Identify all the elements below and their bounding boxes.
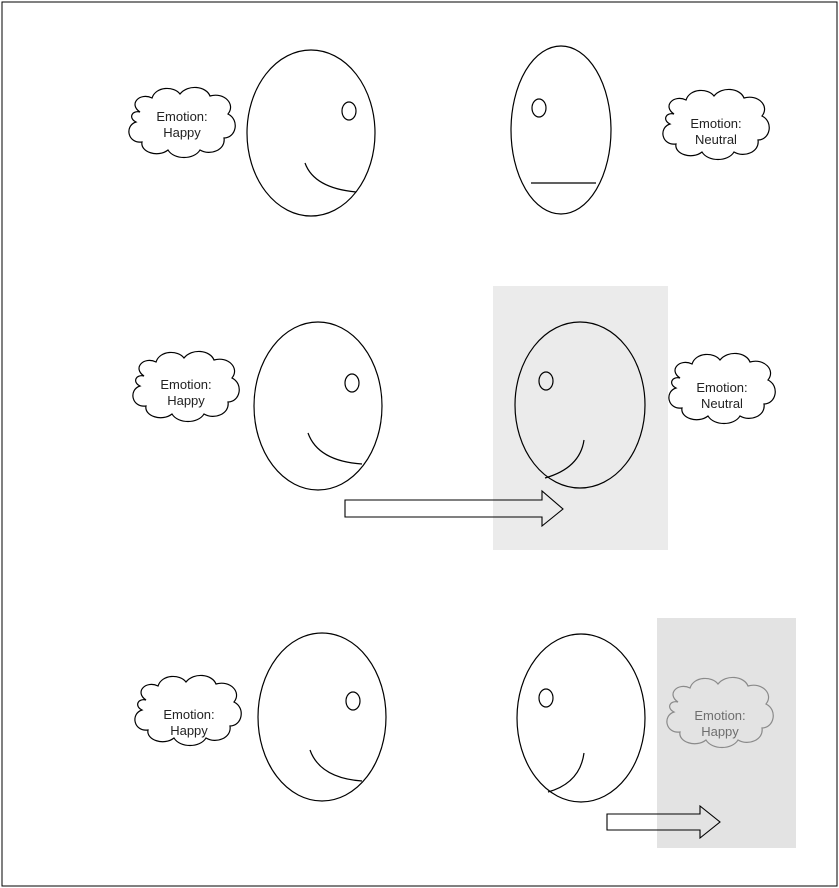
face-row3-left xyxy=(257,632,387,802)
thought-cloud-row3-right: Emotion: Happy xyxy=(666,676,774,749)
smile-mouth xyxy=(307,432,363,465)
head-outline xyxy=(257,632,387,802)
face-row2-right xyxy=(514,321,646,489)
thought-line-2: Happy xyxy=(170,723,208,738)
thought-line-1: Emotion: xyxy=(690,116,741,131)
cloud-shape xyxy=(134,674,242,747)
head-outline xyxy=(510,45,612,215)
face-row2-left xyxy=(253,321,383,491)
thought-line-1: Emotion: xyxy=(160,377,211,392)
face-row1-left xyxy=(246,49,376,217)
head-outline xyxy=(246,49,376,217)
cloud-shape xyxy=(128,86,236,159)
eye xyxy=(344,373,360,393)
thought-line-1: Emotion: xyxy=(163,707,214,722)
head-outline xyxy=(516,633,646,803)
face-row1-right xyxy=(510,45,612,215)
cloud-shape xyxy=(666,676,774,749)
head-outline xyxy=(253,321,383,491)
right-arrow xyxy=(344,489,564,528)
cloud-shape xyxy=(132,350,240,423)
thought-line-1: Emotion: xyxy=(156,109,207,124)
eye xyxy=(345,691,361,711)
smile-mouth xyxy=(544,439,585,479)
eye xyxy=(538,371,554,391)
thought-line-2: Neutral xyxy=(695,132,737,147)
cloud-shape xyxy=(668,352,776,425)
thought-cloud-row2-left: Emotion: Happy xyxy=(132,350,240,423)
thought-line-2: Happy xyxy=(167,393,205,408)
thought-line-2: Happy xyxy=(163,125,201,140)
smile-mouth xyxy=(304,162,357,193)
thought-line-2: Neutral xyxy=(701,396,743,411)
eye xyxy=(538,688,554,708)
cloud-shape xyxy=(662,88,770,161)
smile-mouth xyxy=(309,749,363,782)
thought-line-2: Happy xyxy=(701,724,739,739)
thought-cloud-row2-right: Emotion: Neutral xyxy=(668,352,776,425)
right-arrow xyxy=(606,804,721,840)
smile-mouth xyxy=(547,752,585,793)
row-2: Emotion: Happy Emotion: Neutral xyxy=(132,286,776,550)
eye xyxy=(341,101,357,121)
thought-line-1: Emotion: xyxy=(696,380,747,395)
thought-cloud-row1-right: Emotion: Neutral xyxy=(662,88,770,161)
thought-cloud-row1-left: Emotion: Happy xyxy=(128,86,236,159)
row-3: Emotion: Happy Emotion: Happy xyxy=(134,618,796,848)
face-row3-right xyxy=(516,633,646,803)
row-1: Emotion: Happy Emotion: Neutral xyxy=(128,45,770,217)
head-outline xyxy=(514,321,646,489)
thought-cloud-row3-left: Emotion: Happy xyxy=(134,674,242,747)
thought-line-1: Emotion: xyxy=(694,708,745,723)
eye xyxy=(531,98,547,118)
